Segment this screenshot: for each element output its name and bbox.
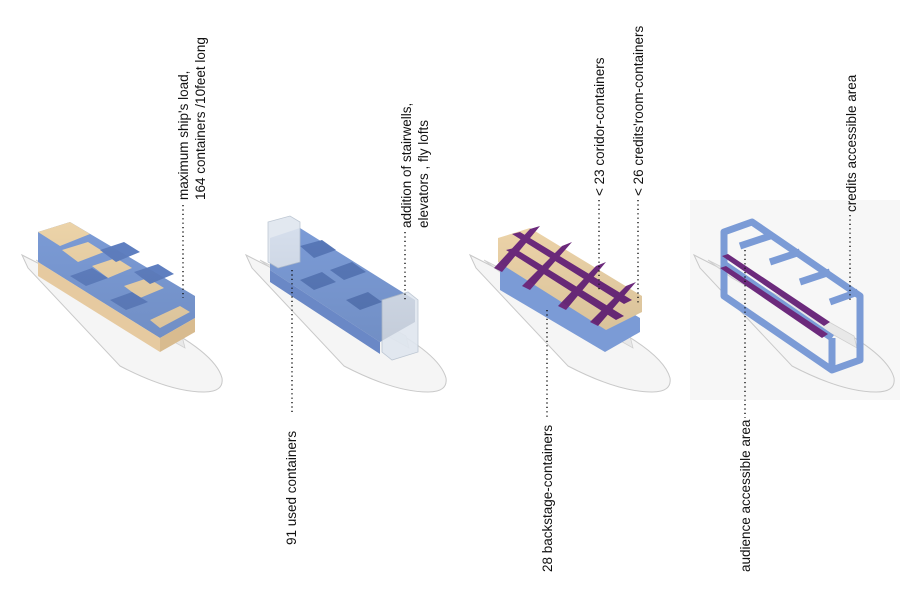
label-stairs-2: elevators , fly lofts <box>416 120 431 228</box>
label-corridor: < 23 coridor-containers <box>592 57 607 196</box>
ship-hull-4 <box>692 253 895 393</box>
label-credits-room: < 26 credits'room-containers <box>631 25 646 196</box>
label-used-containers: 91 used containers <box>284 431 299 545</box>
ship-model-3 <box>468 226 671 393</box>
label-max-load-2: 164 containers /10feet long <box>193 37 208 200</box>
ship-model-1 <box>20 222 223 393</box>
purple-floor <box>720 254 830 338</box>
label-credits-area: credits accessible area <box>844 74 859 212</box>
label-backstage: 28 backstage-containers <box>540 425 555 572</box>
ship-model-2 <box>244 215 447 393</box>
label-max-load-1: maximum ship's load, <box>176 71 191 200</box>
label-audience-area: audience accessible area <box>738 419 753 572</box>
label-stairs-1: addition of stairwells, <box>399 103 414 228</box>
